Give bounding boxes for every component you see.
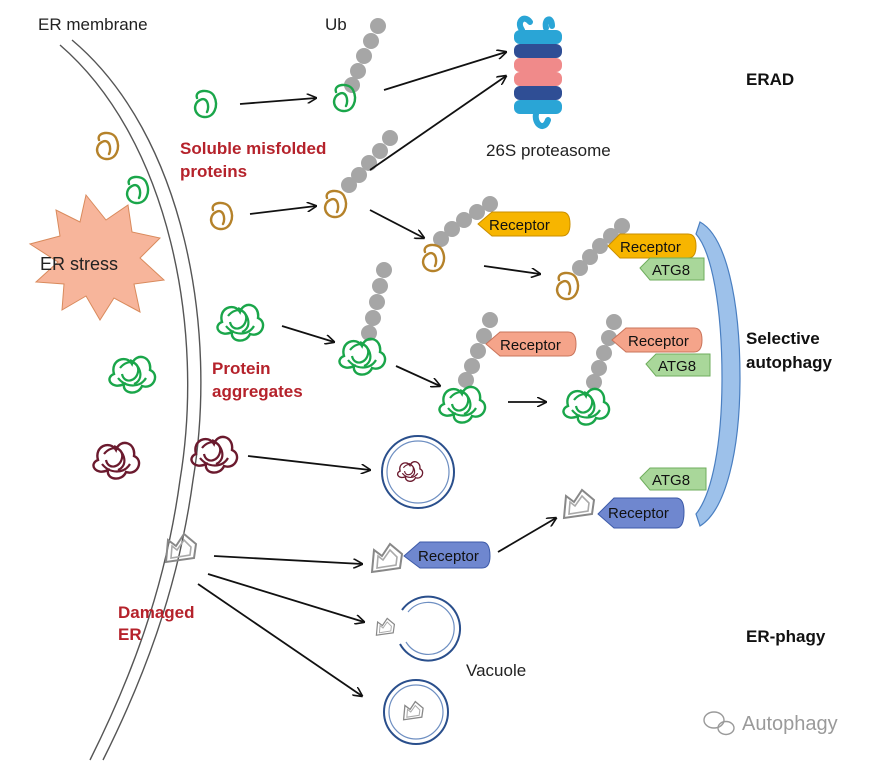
- soluble-protein-orange-icon: [209, 201, 234, 231]
- receptor-label-5: Receptor: [418, 548, 479, 565]
- ubiquitin-chain-6: [458, 312, 498, 388]
- ubiquitin-chain-2: [341, 130, 398, 193]
- misfolded-protein-orange-icon: [95, 131, 120, 161]
- vacuole-aggregate-maroon-icon: [396, 461, 424, 482]
- receptor-badge-salmon-1: [485, 331, 577, 357]
- vacuole-with-er: [383, 679, 449, 745]
- cytosolic-aggregate-maroon-icon: [190, 435, 239, 474]
- ubiquitin-chain-5: [361, 262, 392, 341]
- aggregates-label-line1: Protein: [212, 359, 271, 378]
- ubiquitinated-aggregate-icon: [338, 337, 387, 376]
- er-stress-burst: [28, 193, 166, 321]
- autophagy-cargo-aggregate-icon: [562, 387, 611, 426]
- vacuole-er-fragment-icon: [402, 700, 424, 721]
- er-stress-label: ER stress: [40, 254, 118, 274]
- atg8-label-3: ATG8: [652, 472, 690, 489]
- cytosolic-aggregate-icon: [216, 303, 265, 342]
- er-phagy-arrows: [197, 518, 556, 696]
- soluble-label-line2: proteins: [180, 162, 247, 181]
- ubiquitinated-protein-orange-icon: [323, 189, 348, 219]
- receptor-badge-blue-1: [403, 541, 491, 569]
- vacuole-with-aggregate: [381, 435, 455, 509]
- protein-aggregate-maroon-icon: [92, 441, 141, 480]
- receptor-bound-protein-orange-icon: [421, 243, 446, 273]
- proteasome-label: 26S proteasome: [486, 141, 611, 160]
- arrow-aggregate-receptor: [395, 365, 440, 386]
- er-fragment-receptor-icon: [371, 543, 403, 573]
- proteasome-icon: [514, 15, 562, 129]
- phagophore-membrane: [695, 221, 741, 527]
- wechat-logo-icon: [703, 711, 735, 736]
- receptor-label-2: Receptor: [620, 239, 681, 256]
- atg8-label-2: ATG8: [658, 358, 696, 375]
- misfolded-protein-green-icon: [125, 175, 150, 205]
- selective-autophagy-line1: Selective: [746, 329, 820, 348]
- erad-arrows: [239, 52, 506, 238]
- receptor-label-4: Receptor: [628, 333, 689, 350]
- er-phagy-label: ER-phagy: [746, 627, 826, 646]
- ubiquitinated-protein-green-icon: [332, 83, 357, 113]
- arrow-maroon-to-vacuole: [247, 455, 370, 470]
- receptor-badge-salmon-2: [611, 327, 703, 353]
- ubiquitin-chain-3: [433, 196, 498, 247]
- autophagy-cargo-orange-icon: [555, 271, 580, 301]
- receptor-label-6: Receptor: [608, 505, 669, 522]
- ubiquitin-chain-4: [572, 218, 630, 276]
- aggregates-label-line2: aggregates: [212, 382, 303, 401]
- selective-autophagy-line2: autophagy: [746, 353, 832, 372]
- receptor-bound-aggregate-icon: [438, 385, 487, 424]
- protein-aggregate-green-icon: [108, 355, 157, 394]
- er-fragment-autophagy-icon: [563, 489, 595, 519]
- damaged-er-label-line2: ER: [118, 625, 142, 644]
- arrow-orange-to-autophagy: [483, 265, 540, 274]
- receptor-badge-blue-2: [597, 497, 685, 529]
- vacuole-label: Vacuole: [466, 661, 526, 680]
- ub-label: Ub: [325, 15, 347, 34]
- erad-label: ERAD: [746, 70, 794, 89]
- damaged-er-label-line1: Damaged: [118, 603, 195, 622]
- atg8-badge-2: [645, 353, 711, 377]
- atg8-label-1: ATG8: [652, 262, 690, 279]
- vacuole-engulfing: [399, 595, 461, 662]
- er-membrane: [59, 39, 202, 761]
- receptor-label-1: Receptor: [489, 217, 550, 234]
- soluble-protein-green-icon: [193, 89, 218, 119]
- ubiquitin-chain-1: [344, 18, 386, 93]
- receptor-badge-yellow-1: [477, 211, 571, 237]
- watermark-label: Autophagy: [742, 713, 838, 735]
- soluble-label-line1: Soluble misfolded: [180, 139, 326, 158]
- atg8-badge-1: [639, 257, 705, 281]
- arrow-aggregate-ub: [281, 325, 334, 342]
- receptor-label-3: Receptor: [500, 337, 561, 354]
- atg8-badge-3: [639, 467, 707, 491]
- er-membrane-label: ER membrane: [38, 15, 148, 34]
- ubiquitin-chain-7: [586, 314, 622, 390]
- er-fragment-engulfing-icon: [375, 617, 395, 636]
